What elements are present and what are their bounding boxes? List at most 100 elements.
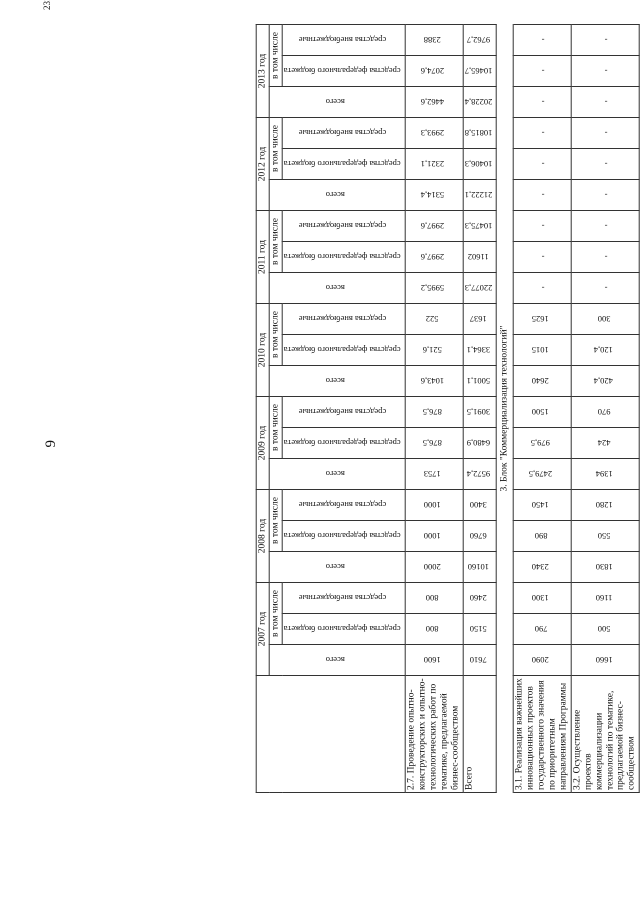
cell-text: 1000 bbox=[423, 500, 441, 510]
cell-value: 120,4 bbox=[570, 334, 640, 366]
table-row: 3.1. Реализация важнейших инновационных … bbox=[513, 24, 571, 793]
cell-value: - bbox=[570, 179, 640, 211]
col-total-label: всего bbox=[326, 97, 346, 107]
cell-value: 1300 bbox=[513, 582, 571, 614]
cell-text: 2640 bbox=[532, 376, 550, 386]
cell-text: 2340 bbox=[532, 562, 550, 572]
col-extra-1: средства внебюджетные bbox=[282, 489, 406, 521]
cell-value: 970 bbox=[570, 396, 640, 428]
cell-text: 500 bbox=[597, 624, 611, 634]
col-fed-label: средства федерального бюджета bbox=[283, 438, 401, 448]
col-fed-6: средства федерального бюджета bbox=[282, 55, 406, 87]
cell-value: 1450 bbox=[513, 489, 571, 521]
cell-value: 979,5 bbox=[513, 427, 571, 459]
cell-value: 800 bbox=[405, 613, 463, 645]
cell-value: 3091,5 bbox=[462, 396, 497, 428]
cell-value: 10406,3 bbox=[462, 148, 497, 180]
cell-text: 1000 bbox=[423, 531, 441, 541]
cell-value: - bbox=[570, 210, 640, 242]
cell-value: - bbox=[570, 272, 640, 304]
cell-value: 4462,6 bbox=[405, 86, 463, 118]
cell-text: 521,6 bbox=[422, 345, 442, 355]
cell-text: 1160 bbox=[595, 593, 613, 603]
cell-text: 9762,7 bbox=[466, 35, 490, 45]
cell-value: 20228,4 bbox=[462, 86, 497, 118]
cell-text: 2997,6 bbox=[420, 221, 445, 231]
cell-value: 9762,7 bbox=[462, 24, 497, 56]
cell-text: 1600 bbox=[423, 655, 441, 665]
cell-value: - bbox=[513, 55, 571, 87]
cell-text: 1625 bbox=[532, 314, 550, 324]
cell-value: 1625 bbox=[513, 303, 571, 335]
col-extra-label: средства внебюджетные bbox=[298, 128, 386, 138]
cell-value: - bbox=[570, 117, 640, 149]
cell-text: 5150 bbox=[469, 624, 487, 634]
cell-value: 1637 bbox=[462, 303, 497, 335]
cell-value: 5150 bbox=[462, 613, 497, 645]
cell-text: 10465,7 bbox=[464, 66, 492, 76]
col-extra-2: средства внебюджетные bbox=[282, 396, 406, 428]
cell-text: 2997,6 bbox=[420, 252, 445, 262]
col-incl-3: в том числе bbox=[269, 303, 283, 366]
cell-text: 800 bbox=[426, 593, 439, 603]
year-2009: 2009 год bbox=[256, 396, 270, 490]
cell-value: 2090 bbox=[513, 644, 571, 676]
col-incl-5: в том числе bbox=[269, 117, 283, 180]
cell-value: 10475,3 bbox=[462, 210, 497, 242]
cell-text: - bbox=[541, 97, 545, 107]
table-row: 3.2. Осуществление проектов коммерциализ… bbox=[570, 24, 640, 793]
col-total-5: всего bbox=[269, 179, 406, 211]
cell-text: - bbox=[604, 66, 608, 76]
col-extra-label: средства внебюджетные bbox=[298, 407, 386, 417]
cell-value: 5995,2 bbox=[405, 272, 463, 304]
col-fed-1: средства федерального бюджета bbox=[282, 520, 406, 552]
cell-value: - bbox=[513, 24, 571, 56]
cell-value: 2388 bbox=[405, 24, 463, 56]
cell-text: 2388 bbox=[423, 35, 441, 45]
col-extra-0: средства внебюджетные bbox=[282, 582, 406, 614]
cell-text: - bbox=[541, 190, 545, 200]
cell-text: 300 bbox=[597, 314, 611, 324]
cell-text: 10160 bbox=[467, 562, 489, 572]
cell-value: 2993,3 bbox=[405, 117, 463, 149]
cell-text: 550 bbox=[597, 531, 611, 541]
col-total-label: всего bbox=[326, 469, 346, 479]
col-fed-label: средства федерального бюджета bbox=[283, 159, 401, 169]
cell-text: 11602 bbox=[467, 252, 489, 262]
cell-text: - bbox=[541, 283, 545, 293]
cell-value: - bbox=[570, 55, 640, 87]
cell-text: 22077,3 bbox=[464, 283, 492, 293]
cell-text: - bbox=[604, 221, 608, 231]
col-extra-label: средства внебюджетные bbox=[298, 35, 386, 45]
cell-text: - bbox=[604, 159, 608, 169]
cell-text: 5314,4 bbox=[420, 190, 445, 200]
cell-value: 1753 bbox=[405, 458, 463, 490]
cell-text: - bbox=[604, 252, 608, 262]
cell-value: 2997,6 bbox=[405, 241, 463, 273]
cell-value: 3400 bbox=[462, 489, 497, 521]
col-extra-4: средства внебюджетные bbox=[282, 210, 406, 242]
cell-value: 21222,1 bbox=[462, 179, 497, 211]
cell-value: 550 bbox=[570, 520, 640, 552]
cell-value: 1000 bbox=[405, 520, 463, 552]
cell-text: 1500 bbox=[532, 407, 550, 417]
cell-value: 521,6 bbox=[405, 334, 463, 366]
year-header-row: 2007 год 2008 год 2009 год 2010 год 2011… bbox=[256, 24, 406, 793]
col-fed-label: средства федерального бюджета bbox=[283, 531, 401, 541]
row-label: 2.7. Проведение опытно-конструкторских и… bbox=[405, 675, 463, 793]
cell-value: 6480,9 bbox=[462, 427, 497, 459]
cell-value: 6760 bbox=[462, 520, 497, 552]
cell-value: 7610 bbox=[462, 644, 497, 676]
cell-text: - bbox=[604, 35, 608, 45]
cell-value: 2479,5 bbox=[513, 458, 571, 490]
year-2007: 2007 год bbox=[256, 582, 270, 676]
cell-text: 1300 bbox=[532, 593, 550, 603]
col-total-1: всего bbox=[269, 551, 406, 583]
budget-table-wrapper: 2007 год 2008 год 2009 год 2010 год 2011… bbox=[256, 24, 640, 793]
cell-text: - bbox=[541, 128, 545, 138]
cell-value: - bbox=[570, 86, 640, 118]
cell-text: - bbox=[541, 221, 545, 231]
col-fed-label: средства федерального бюджета bbox=[283, 66, 401, 76]
